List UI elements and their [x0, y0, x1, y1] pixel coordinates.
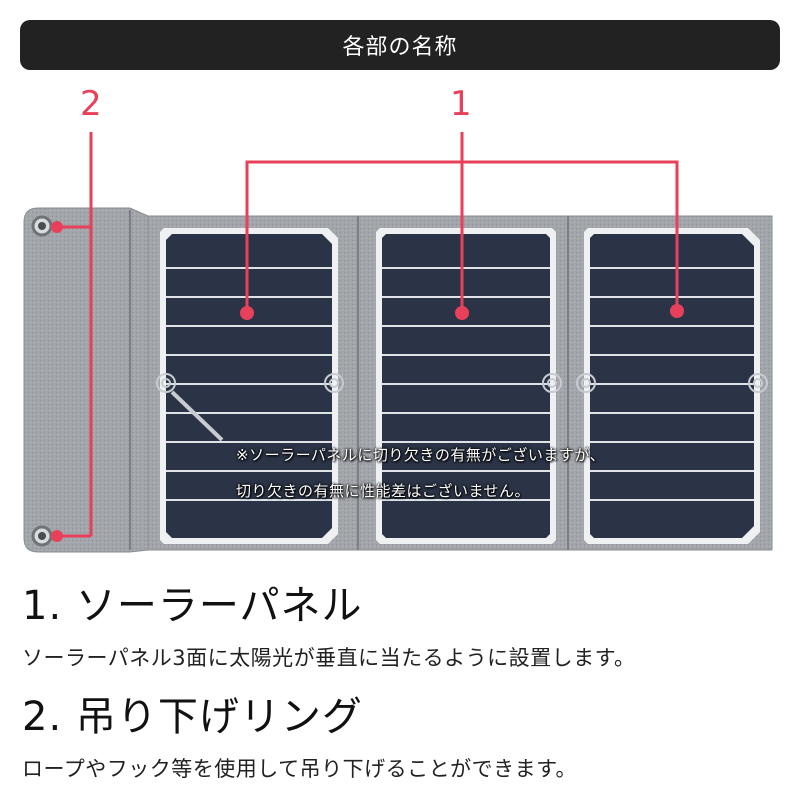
callout-number-ring: 2: [80, 84, 102, 124]
solar-panel-middle: [376, 228, 556, 544]
solar-panel-illustration: [23, 132, 773, 553]
section-solar-panel: 1. ソーラーパネル ソーラーパネル3面に太陽光が垂直に当たるように設置します。: [22, 586, 636, 672]
solar-panel-right: [584, 228, 760, 544]
notice-line-1: ※ソーラーパネルに切り欠きの有無がございますが、: [236, 446, 606, 464]
section-hanging-ring: 2. 吊り下げリング ロープやフック等を使用して吊り下げることができます。: [22, 697, 577, 783]
callout-number-panel: 1: [450, 84, 472, 124]
section-description: ロープやフック等を使用して吊り下げることができます。: [22, 757, 578, 781]
section-heading: 1. ソーラーパネル: [22, 583, 363, 629]
notice-line-2: 切り欠きの有無に性能差はございません。: [236, 482, 531, 500]
solar-panel-figure: 1 2 ※ソーラーパネルに切り欠きの有無がございますが、 切り欠きの有無に性能差…: [0, 70, 800, 560]
snap-buttons: [156, 373, 768, 442]
callout-lines: [56, 132, 679, 538]
section-description: ソーラーパネル3面に太陽光が垂直に当たるように設置します。: [22, 646, 636, 670]
section-header: 各部の名称: [20, 20, 780, 70]
header-title: 各部の名称: [342, 35, 458, 60]
callout-dots: [51, 221, 684, 542]
section-heading: 2. 吊り下げリング: [22, 694, 363, 740]
solar-panel-left: [160, 228, 338, 544]
